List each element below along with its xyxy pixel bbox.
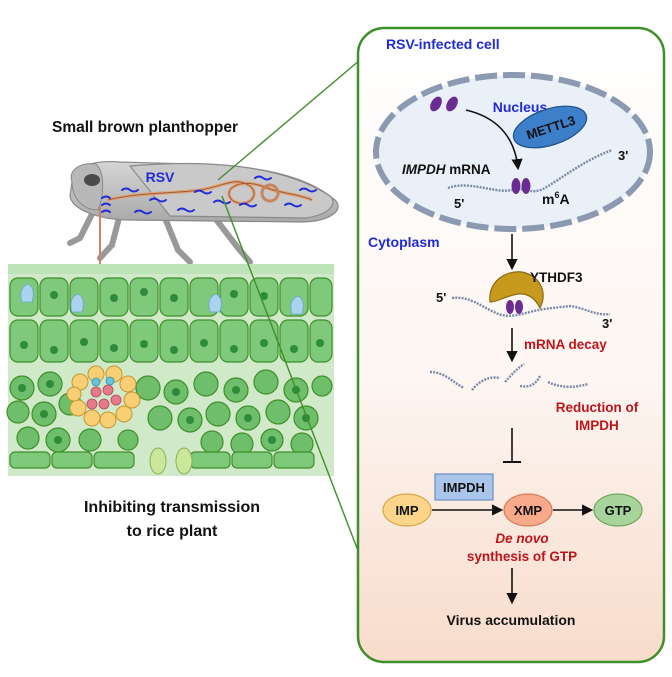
reduction-line-2: IMPDH bbox=[575, 418, 619, 433]
denovo-line-1: De novo bbox=[495, 531, 548, 546]
three-prime-end-cyto: 3' bbox=[602, 316, 612, 331]
cytoplasm-label: Cytoplasm bbox=[368, 234, 440, 250]
insect-title: Small brown planthopper bbox=[52, 119, 238, 136]
insect-eye bbox=[84, 174, 100, 186]
nucleus-label: Nucleus bbox=[493, 99, 548, 115]
rsv-label: RSV bbox=[146, 169, 175, 185]
methyl-group-icon bbox=[430, 96, 442, 112]
ythdf3-reader bbox=[489, 271, 544, 310]
gtp-label: GTP bbox=[605, 503, 632, 518]
reduction-line-1: Reduction of bbox=[556, 400, 639, 415]
m6a-mark-icon bbox=[515, 300, 523, 314]
m6a-mark-icon bbox=[511, 178, 521, 194]
cytoplasmic-mrna-strand bbox=[451, 296, 611, 317]
zoom-line-bottom bbox=[221, 195, 361, 557]
methylation-arrow bbox=[465, 109, 523, 171]
decay-label: mRNA decay bbox=[524, 337, 607, 352]
panel-title: RSV-infected cell bbox=[386, 36, 500, 52]
mettl3-enzyme bbox=[512, 105, 588, 149]
three-prime-end: 3' bbox=[618, 148, 628, 163]
mrna-fragments bbox=[429, 363, 589, 391]
impdh-enzyme-box bbox=[434, 473, 494, 501]
mrna-label: IMPDH mRNA bbox=[402, 162, 491, 177]
xmp-node bbox=[503, 493, 553, 527]
five-prime-end: 5' bbox=[454, 196, 464, 211]
m6a-mark-icon bbox=[506, 300, 514, 314]
imp-label: IMP bbox=[395, 503, 418, 518]
virus-accumulation-label: Virus accumulation bbox=[447, 612, 576, 628]
caption-line-1: Inhibiting transmission bbox=[84, 499, 260, 516]
caption-line-2: to rice plant bbox=[127, 523, 218, 540]
zoom-line-top bbox=[217, 59, 361, 181]
ythdf3-label: YTHDF3 bbox=[530, 270, 583, 285]
denovo-line-2: synthesis of GTP bbox=[467, 549, 577, 564]
five-prime-end-cyto: 5' bbox=[436, 290, 446, 305]
xmp-label: XMP bbox=[514, 503, 543, 518]
m6a-label: m6A bbox=[542, 190, 570, 207]
rice-leaf-cross-section bbox=[6, 264, 334, 476]
impdh-box-label: IMPDH bbox=[443, 480, 485, 495]
gtp-node bbox=[593, 493, 643, 527]
methyl-group-icon bbox=[446, 96, 458, 112]
imp-node bbox=[382, 493, 432, 527]
m6a-mark-icon bbox=[521, 178, 531, 194]
